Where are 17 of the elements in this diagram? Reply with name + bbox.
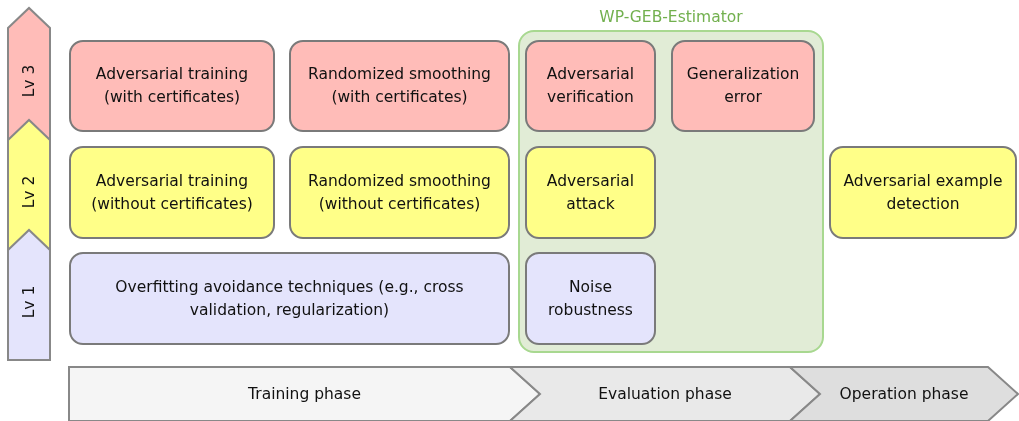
technique-box: Adversarial training (with certificates) <box>69 40 275 132</box>
level-label: Lv 2 <box>20 175 38 208</box>
technique-box: Adversarial example detection <box>829 146 1017 239</box>
technique-box: Noise robustness <box>525 252 656 345</box>
phase-label: Training phase <box>248 385 361 403</box>
technique-box: Overfitting avoidance techniques (e.g., cross validation, regularization) <box>69 252 510 345</box>
technique-box: Randomized smoothing (with certificates) <box>289 40 510 132</box>
technique-box: Adversarial attack <box>525 146 656 239</box>
technique-box: Adversarial training (without certificates) <box>69 146 275 239</box>
technique-box: Adversarial verification <box>525 40 656 132</box>
level-label: Lv 3 <box>20 64 38 97</box>
technique-box: Generalization error <box>671 40 815 132</box>
phase-label: Operation phase <box>839 385 969 403</box>
level-label: Lv 1 <box>20 285 38 318</box>
phase-label: Evaluation phase <box>598 385 732 403</box>
technique-box: Randomized smoothing (without certificates) <box>289 146 510 239</box>
group-title: WP-GEB-Estimator <box>599 8 743 26</box>
